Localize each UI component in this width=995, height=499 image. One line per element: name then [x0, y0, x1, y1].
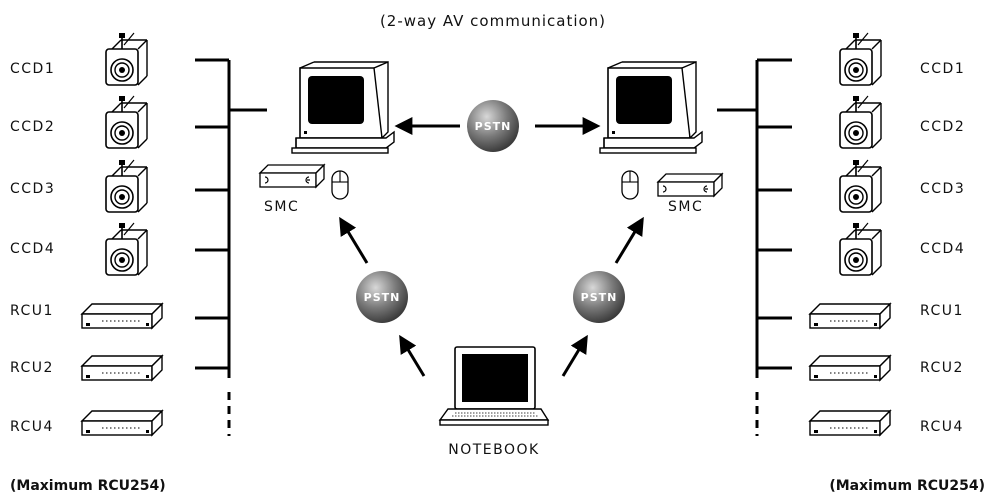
left-mouse-icon [331, 170, 349, 200]
right-smc-device-icon [657, 173, 723, 197]
camera-icon [105, 159, 148, 213]
right-label-ccd1: CCD1 [920, 61, 965, 77]
left-label-ccd2: CCD2 [10, 119, 55, 135]
left-label-rcu4: RCU4 [10, 419, 54, 435]
rcu-box-icon [81, 355, 163, 381]
pstn-top: PSTN [467, 100, 519, 152]
pstn-right: PSTN [573, 271, 625, 323]
rcu-box-icon [81, 410, 163, 436]
arrow [399, 334, 426, 377]
arrow [561, 334, 588, 377]
right-monitor-icon [599, 61, 703, 154]
camera-icon [839, 95, 882, 149]
arrow [614, 216, 644, 264]
right-label-rcu4: RCU4 [920, 419, 964, 435]
pstn-label: PSTN [475, 120, 512, 133]
rcu-box-icon [809, 303, 891, 329]
right-mouse-icon [621, 170, 639, 200]
left-label-ccd3: CCD3 [10, 181, 55, 197]
right-label-rcu2: RCU2 [920, 360, 964, 376]
left-label-rcu1: RCU1 [10, 303, 54, 319]
left-label-rcu2: RCU2 [10, 360, 54, 376]
right-label-ccd2: CCD2 [920, 119, 965, 135]
diagram-title: (2-way AV communication) [380, 12, 606, 30]
left-devices [81, 32, 163, 436]
left-monitor-icon [291, 61, 395, 154]
pstn-label: PSTN [364, 291, 401, 304]
camera-icon [105, 95, 148, 149]
left-bus [195, 58, 267, 436]
left-smc-device-icon [259, 164, 325, 188]
right-devices [809, 32, 891, 436]
camera-icon [105, 222, 148, 276]
left-label-ccd4: CCD4 [10, 241, 55, 257]
left-footnote: (Maximum RCU254) [10, 478, 166, 494]
left-label-ccd1: CCD1 [10, 61, 55, 77]
rcu-box-icon [81, 303, 163, 329]
right-labels: CCD1 CCD2 CCD3 CCD4 RCU1 RCU2 RCU4 [920, 61, 965, 435]
right-label-ccd3: CCD3 [920, 181, 965, 197]
right-bus [717, 58, 792, 436]
pstn-sphere-icon [356, 271, 408, 323]
camera-icon [839, 222, 882, 276]
rcu-box-icon [809, 355, 891, 381]
arrows [339, 117, 644, 377]
right-label-rcu1: RCU1 [920, 303, 964, 319]
right-smc-label: SMC [668, 199, 703, 215]
right-label-ccd4: CCD4 [920, 241, 965, 257]
pstn-sphere-icon [573, 271, 625, 323]
left-smc-label: SMC [264, 199, 299, 215]
right-footnote: (Maximum RCU254) [829, 478, 985, 494]
notebook-icon [438, 346, 550, 426]
notebook-label: NOTEBOOK [448, 442, 539, 458]
pstn-left: PSTN [356, 271, 408, 323]
camera-icon [839, 32, 882, 86]
arrow [339, 216, 369, 264]
left-labels: CCD1 CCD2 CCD3 CCD4 RCU1 RCU2 RCU4 [10, 61, 55, 435]
rcu-box-icon [809, 410, 891, 436]
pstn-label: PSTN [581, 291, 618, 304]
pstn-sphere-icon [467, 100, 519, 152]
camera-icon [105, 32, 148, 86]
camera-icon [839, 159, 882, 213]
